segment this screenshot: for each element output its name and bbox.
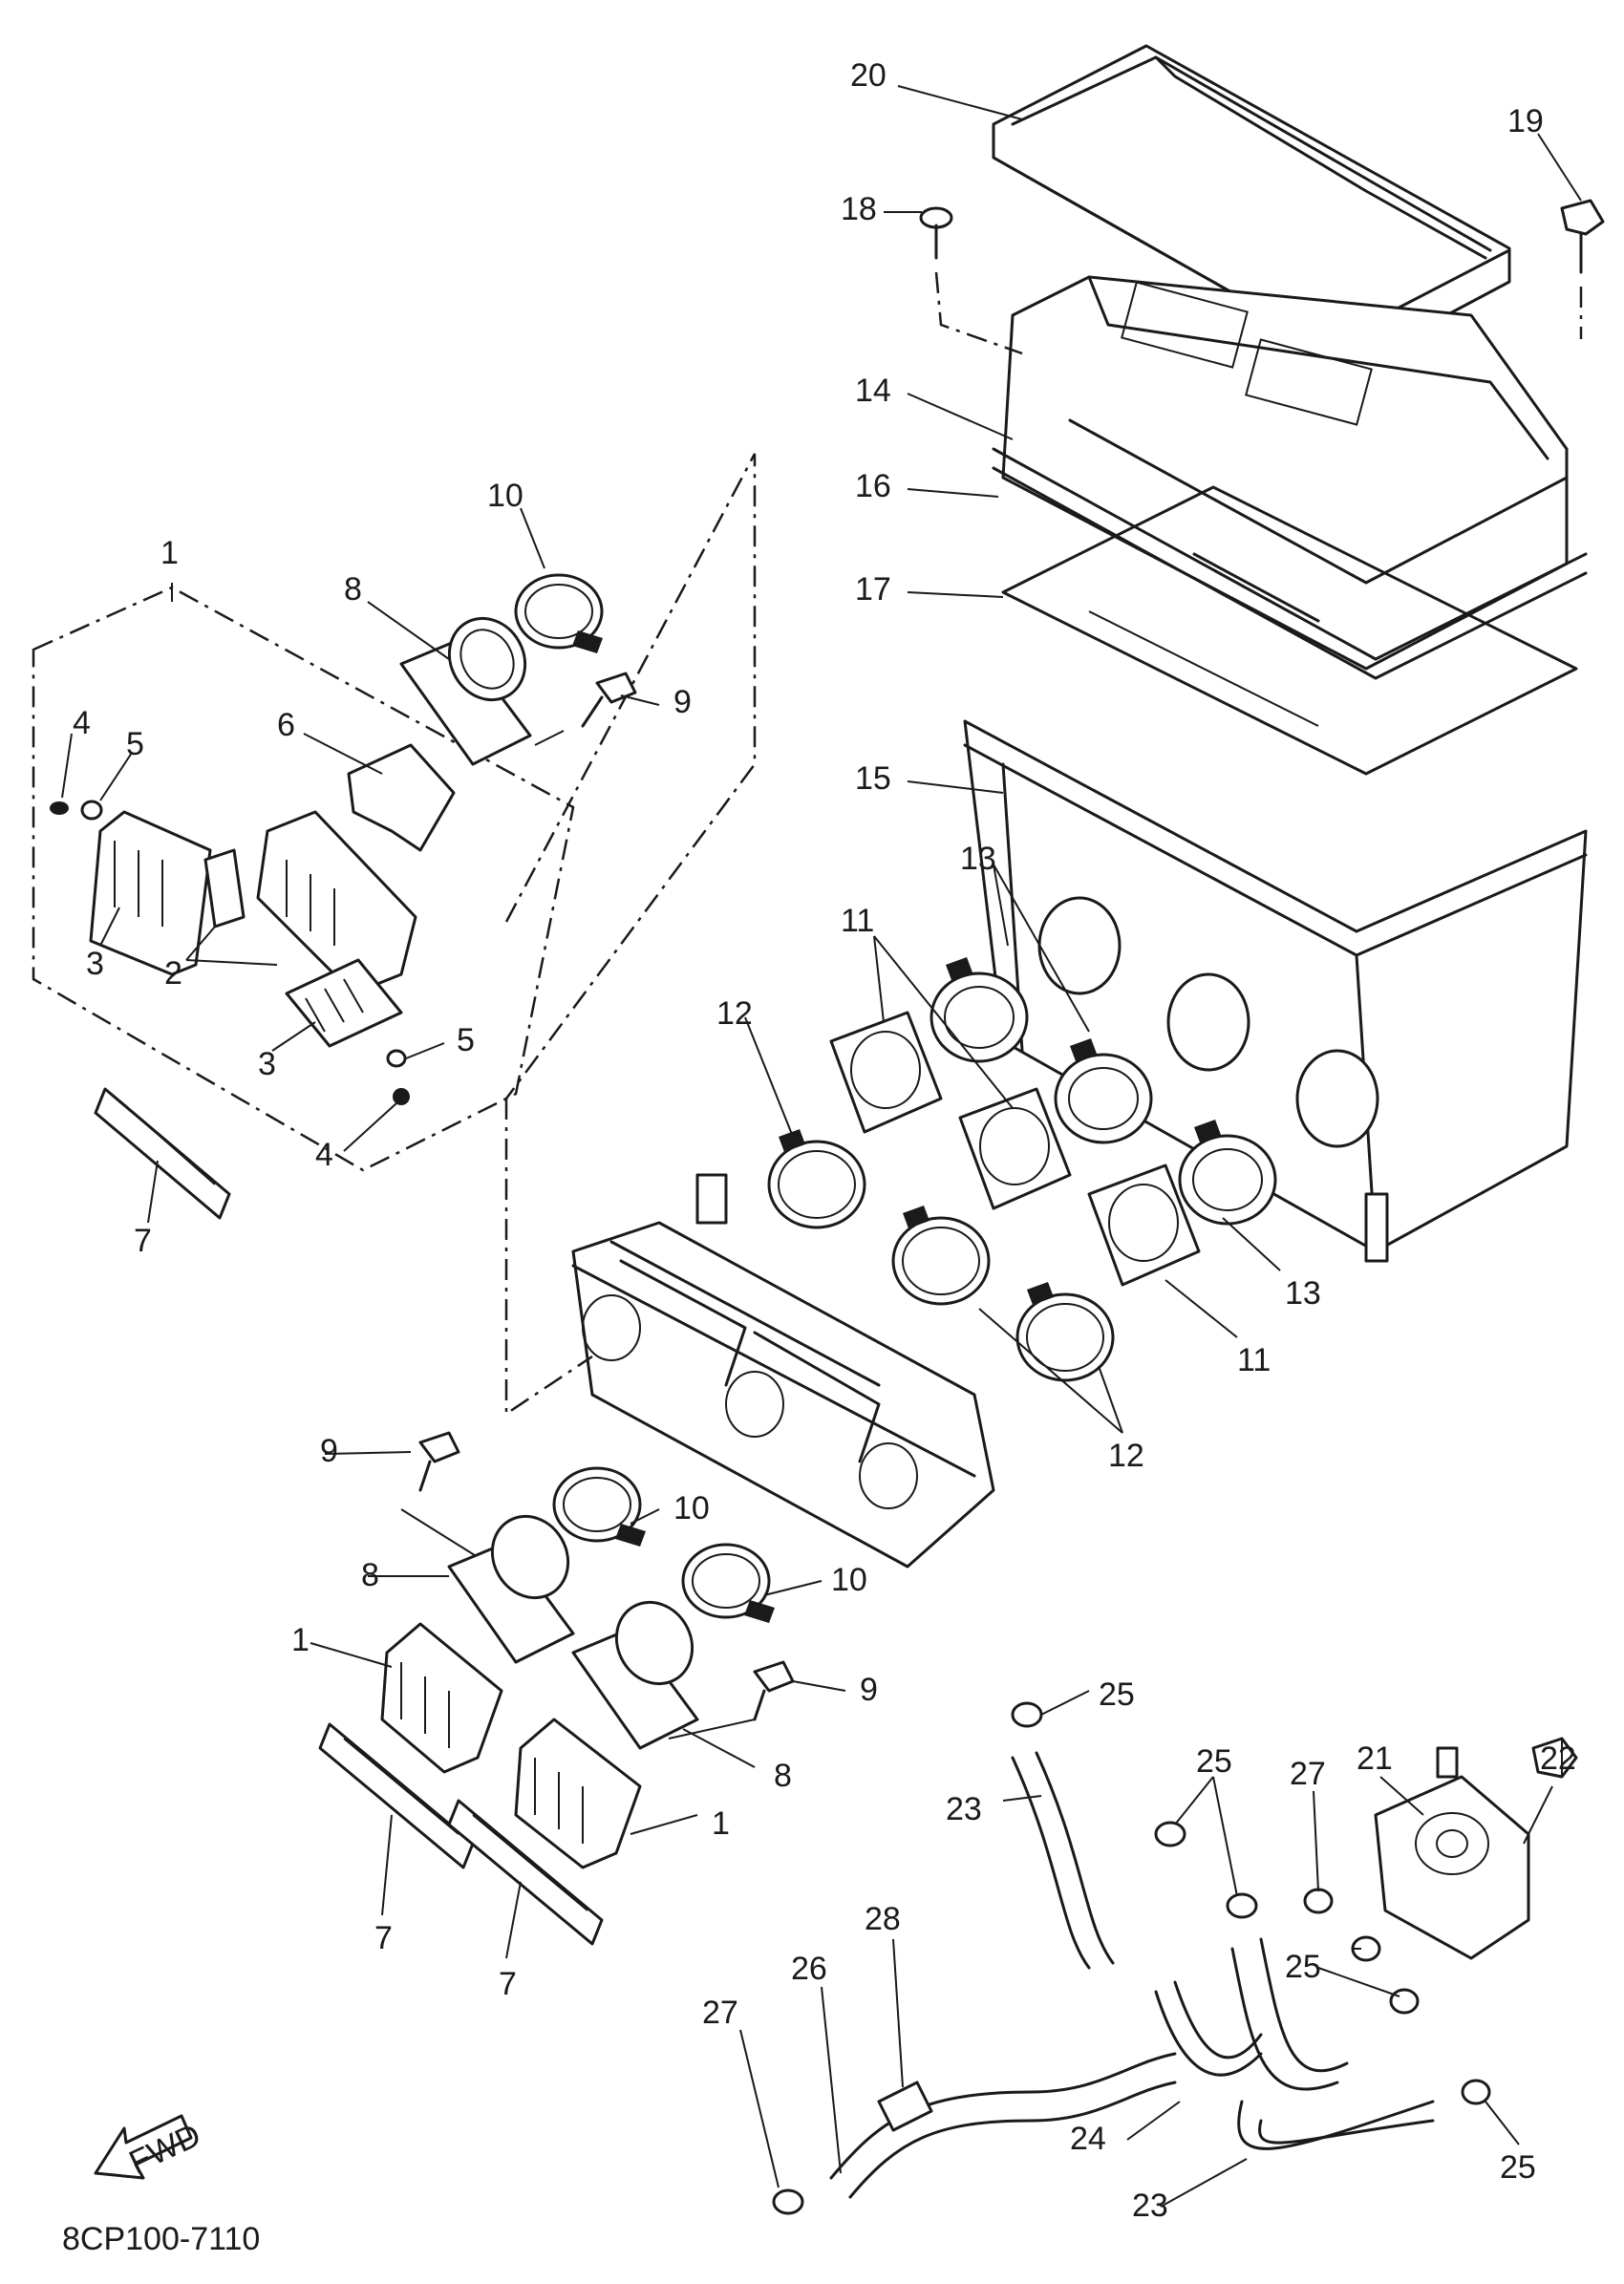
callout-8-top: 8 bbox=[344, 571, 362, 608]
callout-25-mid: 25 bbox=[1196, 1743, 1232, 1780]
callout-10-lower-b: 10 bbox=[831, 1562, 867, 1598]
callout-25-lower: 25 bbox=[1285, 1949, 1321, 1985]
callout-labels: 20 19 18 14 16 17 15 10 8 9 1 4 5 6 3 2 … bbox=[73, 57, 1576, 2224]
bolt-9-top bbox=[534, 672, 637, 746]
callout-5-lower: 5 bbox=[457, 1022, 475, 1058]
callout-25-bottom: 25 bbox=[1500, 2149, 1536, 2186]
callout-23-bottom: 23 bbox=[1132, 2188, 1168, 2224]
reed-valve-lower-a bbox=[380, 1622, 503, 1774]
intake-manifold-8-lower-a bbox=[447, 1514, 575, 1664]
callout-12-lower: 12 bbox=[1108, 1438, 1144, 1474]
callout-21: 21 bbox=[1357, 1740, 1393, 1777]
callout-9-lower-b: 9 bbox=[860, 1672, 878, 1708]
leader-lines bbox=[61, 85, 1582, 2208]
callout-1-lower-a: 1 bbox=[291, 1622, 310, 1658]
callout-7-left: 7 bbox=[134, 1223, 152, 1259]
callout-9-top: 9 bbox=[673, 684, 692, 720]
callout-18: 18 bbox=[841, 191, 877, 227]
fuel-hoses bbox=[829, 1751, 1435, 2199]
forward-arrow-icon: FWD bbox=[94, 2114, 206, 2181]
callout-20: 20 bbox=[850, 57, 887, 94]
clamp-10-lower-b bbox=[681, 1543, 775, 1623]
callout-6: 6 bbox=[277, 707, 295, 743]
air-filter-case-top bbox=[1001, 275, 1569, 671]
diagram-code: 8CP100-7110 bbox=[62, 2221, 260, 2257]
callout-3-lower: 3 bbox=[258, 1046, 276, 1082]
reed-valve-lower-b bbox=[514, 1718, 642, 1869]
callout-27-right: 27 bbox=[1290, 1756, 1326, 1792]
callout-8-lower-b: 8 bbox=[774, 1758, 792, 1794]
bolt-19 bbox=[1560, 199, 1605, 339]
intake-manifold-8-top bbox=[399, 616, 532, 766]
callout-9-lower-a: 9 bbox=[320, 1433, 338, 1469]
gasket-7-lower-b bbox=[447, 1799, 604, 1946]
callout-4-top: 4 bbox=[73, 705, 91, 741]
callout-23-top: 23 bbox=[946, 1791, 982, 1827]
screw-4-5-parts bbox=[50, 800, 410, 1105]
callout-5-top: 5 bbox=[126, 726, 144, 762]
screw-18 bbox=[919, 206, 1023, 355]
gasket-7-lower-a bbox=[318, 1722, 475, 1869]
callout-1-top: 1 bbox=[160, 535, 179, 571]
air-filter-case-bottom bbox=[963, 719, 1588, 1263]
callout-1-lower-b: 1 bbox=[712, 1805, 730, 1842]
callout-10-top: 10 bbox=[487, 478, 524, 514]
callout-11-lower: 11 bbox=[1237, 1342, 1271, 1378]
clamp-10-lower-a bbox=[552, 1466, 646, 1547]
callout-25-top: 25 bbox=[1099, 1676, 1135, 1713]
intake-joint-13-set bbox=[930, 957, 1277, 1226]
callout-2: 2 bbox=[164, 955, 182, 992]
carburetor-assembly bbox=[571, 1173, 995, 1569]
callout-3-top: 3 bbox=[86, 946, 104, 982]
fuel-pump-21 bbox=[1374, 1746, 1530, 1960]
callout-24: 24 bbox=[1070, 2121, 1106, 2157]
gasket-7-left bbox=[94, 1087, 231, 1220]
callout-7-lower-a: 7 bbox=[374, 1920, 393, 1956]
callout-7-lower-b: 7 bbox=[499, 1966, 517, 2002]
callout-13-lower: 13 bbox=[1285, 1275, 1321, 1312]
clamp-12-set bbox=[767, 1129, 1115, 1382]
callout-14: 14 bbox=[855, 373, 891, 409]
callout-28: 28 bbox=[865, 1901, 901, 1937]
callout-22: 22 bbox=[1540, 1740, 1576, 1777]
callout-26: 26 bbox=[791, 1951, 827, 1987]
air-filter-gasket bbox=[992, 447, 1588, 680]
callout-16: 16 bbox=[855, 468, 891, 504]
intake-manifold-8-lower-b bbox=[571, 1600, 699, 1750]
reed-stopper-6 bbox=[347, 743, 456, 852]
callout-12-top: 12 bbox=[716, 995, 753, 1032]
callout-17: 17 bbox=[855, 571, 891, 608]
clamp-10-top bbox=[514, 573, 604, 653]
air-filter-element bbox=[1001, 485, 1578, 776]
callout-4-lower: 4 bbox=[315, 1137, 333, 1173]
bolt-9-lower-b bbox=[668, 1660, 795, 1740]
callout-11-top: 11 bbox=[841, 903, 874, 939]
callout-27-left: 27 bbox=[702, 1995, 738, 2031]
callout-13-top: 13 bbox=[960, 841, 996, 877]
callout-10-lower-a: 10 bbox=[673, 1490, 710, 1526]
reed-valve-assy bbox=[89, 810, 417, 1048]
hose-clips-25-27 bbox=[772, 1701, 1491, 2215]
bolt-9-lower bbox=[400, 1431, 479, 1558]
nut-22 bbox=[1523, 1737, 1578, 1845]
callout-8-lower-a: 8 bbox=[361, 1557, 379, 1593]
callout-19: 19 bbox=[1507, 103, 1544, 139]
callout-15: 15 bbox=[855, 760, 891, 797]
carburetor-joint-11-set bbox=[829, 1011, 1201, 1287]
